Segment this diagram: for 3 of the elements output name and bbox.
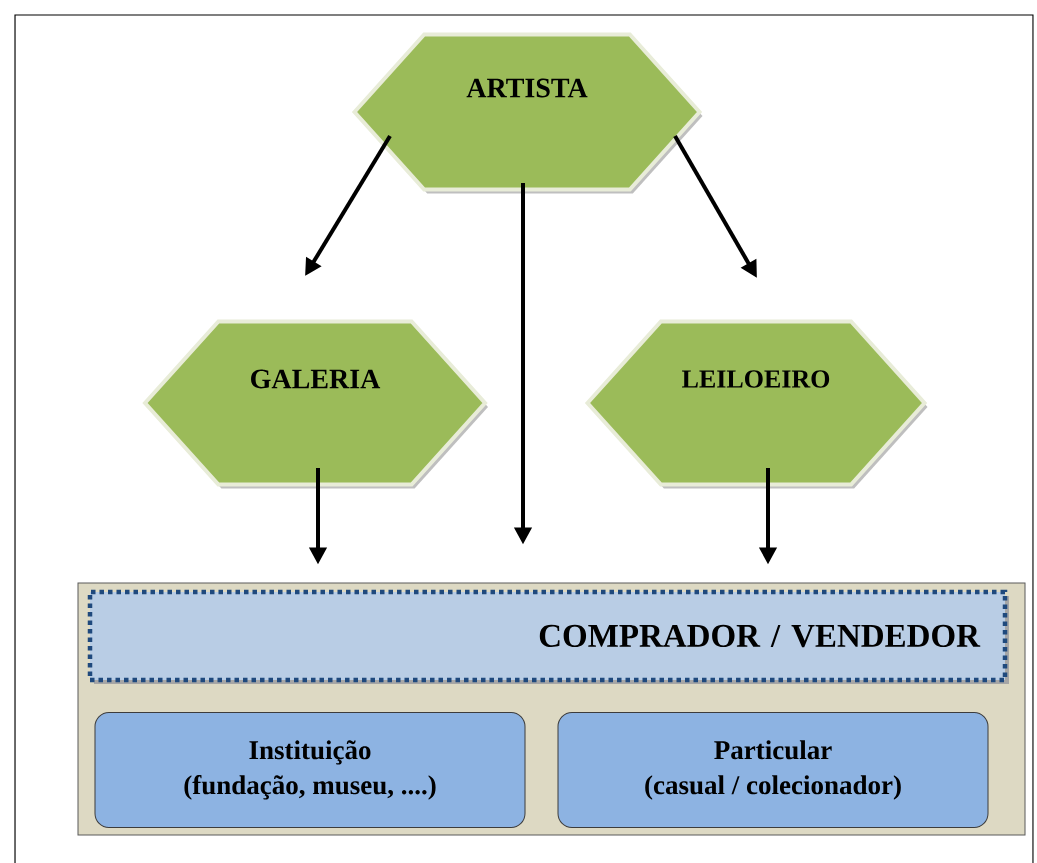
rounded-box: Instituição (fundação, museu, ....)	[94, 712, 526, 828]
dashed-box: COMPRADOR / VENDEDOR	[87, 589, 1009, 684]
rounded-box: Particular (casual / colecionador)	[557, 712, 989, 828]
